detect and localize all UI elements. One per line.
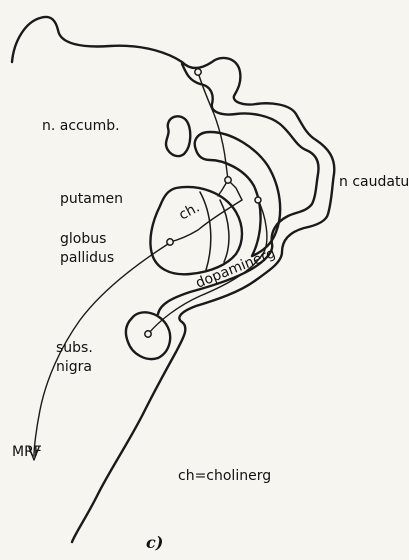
- figure-caption: c): [146, 533, 163, 552]
- lentiform-inner-lamina-1: [200, 192, 211, 270]
- label-ch: ch.: [176, 200, 202, 224]
- cortical-neuron-cell: [195, 69, 201, 75]
- cortico-striatal-fiber: [198, 72, 226, 164]
- label-nigra: nigra: [56, 359, 92, 375]
- label-pallidus: pallidus: [60, 250, 114, 266]
- label-n-caudatus: n caudatus: [339, 174, 409, 190]
- nigral-neuron-cell: [145, 331, 151, 337]
- nucleus-accumbens: [166, 116, 190, 156]
- label-globus: globus: [60, 231, 106, 247]
- efferent-to-mrf-fiber: [34, 244, 168, 456]
- legend-cholinerg: ch=cholinerg: [178, 468, 271, 484]
- caudate-neuron-cell: [225, 177, 231, 183]
- dopaminergic-terminal: [255, 197, 261, 203]
- label-subs: subs.: [56, 340, 93, 356]
- label-mrf: MRF: [12, 444, 42, 460]
- label-putamen: putamen: [60, 191, 123, 207]
- outer-brain-outline: [12, 17, 334, 542]
- label-n-accumb: n. accumb.: [42, 118, 120, 134]
